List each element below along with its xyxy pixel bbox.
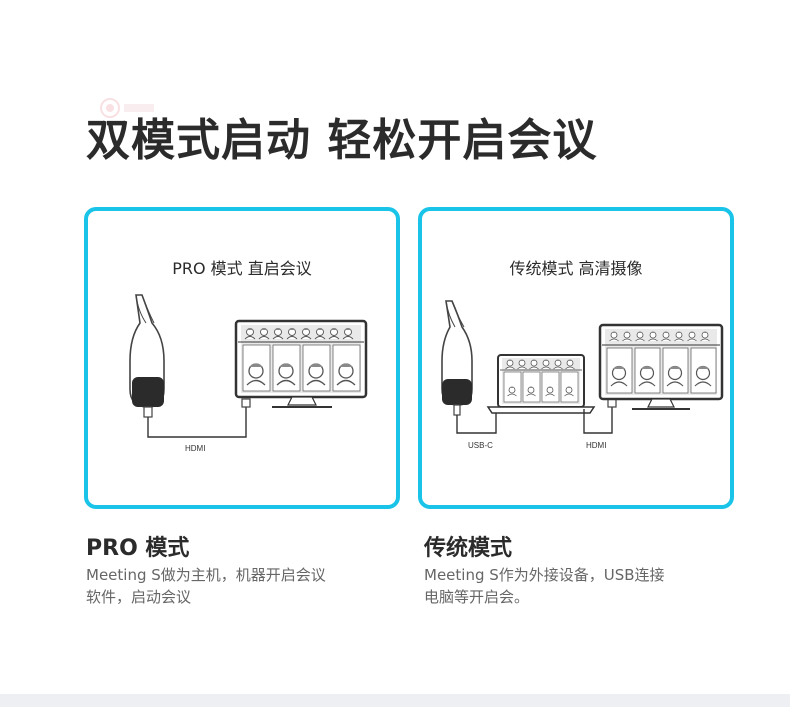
hdmi-label: HDMI bbox=[185, 444, 206, 453]
traditional-mode-desc-line1: Meeting S作为外接设备，USB连接 bbox=[424, 566, 665, 584]
monitor-icon bbox=[234, 319, 368, 408]
traditional-mode-title: 传统模式 bbox=[424, 536, 513, 561]
pro-mode-desc-line2: 软件，启动会议 bbox=[86, 588, 192, 606]
laptop-icon bbox=[486, 354, 596, 414]
pro-mode-description: Meeting S做为主机，机器开启会议 软件，启动会议 bbox=[86, 564, 386, 608]
pro-mode-title: PRO 模式 bbox=[86, 536, 190, 561]
bottom-band bbox=[0, 694, 790, 707]
traditional-mode-diagram bbox=[441, 300, 724, 434]
usb-c-label: USB-C bbox=[468, 441, 493, 450]
pro-mode-diagram bbox=[129, 294, 368, 438]
pro-mode-card-title: PRO 模式 直启会议 bbox=[172, 259, 312, 278]
page-headline: 双模式启动 轻松开启会议 bbox=[86, 115, 598, 166]
watermark-logo-icon bbox=[100, 98, 154, 118]
monitor-icon bbox=[598, 323, 724, 410]
camera-device-icon bbox=[441, 300, 473, 416]
traditional-mode-description: Meeting S作为外接设备，USB连接 电脑等开启会。 bbox=[424, 564, 724, 608]
pro-mode-desc-line1: Meeting S做为主机，机器开启会议 bbox=[86, 566, 326, 584]
hdmi-label: HDMI bbox=[586, 441, 607, 450]
traditional-mode-card-title: 传统模式 高清摄像 bbox=[509, 259, 643, 278]
pro-mode-card: PRO 模式 直启会议 bbox=[84, 207, 400, 509]
traditional-mode-desc-line2: 电脑等开启会。 bbox=[424, 588, 530, 606]
camera-device-icon bbox=[129, 294, 165, 418]
traditional-mode-card: 传统模式 高清摄像 bbox=[418, 207, 734, 509]
